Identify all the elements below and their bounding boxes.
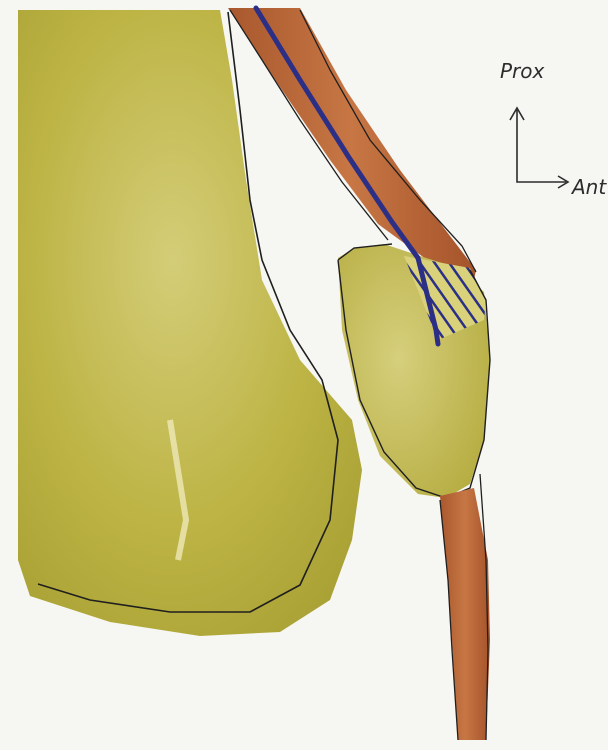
tendon-lower [440,474,490,740]
label-anterior: Ant [570,175,607,199]
label-proximal: Prox [500,59,545,83]
sesamoid-bone [338,244,490,498]
axis-arrows-icon [510,108,568,188]
tendon-lower-fill [440,488,490,740]
